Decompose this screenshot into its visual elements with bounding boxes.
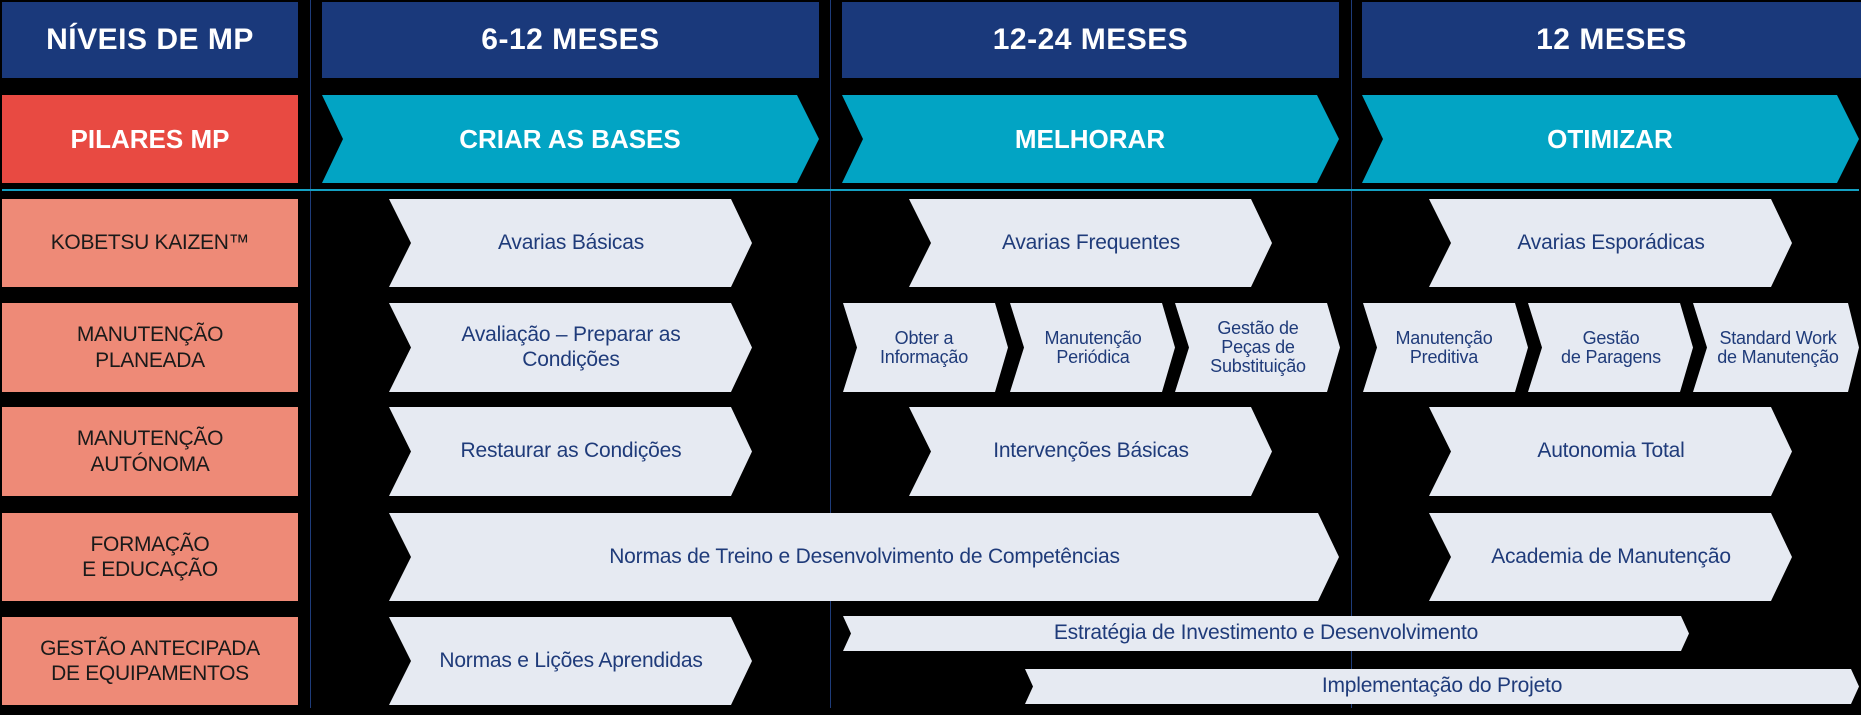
chevron-shape xyxy=(389,617,752,705)
pillar-label: KOBETSU KAIZEN™ xyxy=(50,231,250,255)
phase-chevron-criar-as-bases: CRIAR AS BASES xyxy=(322,95,819,183)
chevron-shape xyxy=(1025,669,1859,704)
levels-header: NÍVEIS DE MP xyxy=(2,2,298,78)
activity-gestao-paragens: Gestão de Paragens xyxy=(1528,303,1693,392)
activity-implementacao-projeto: Implementação do Projeto xyxy=(1025,669,1859,704)
activity-label: Normas de Treino e Desenvolvimento de Co… xyxy=(609,544,1120,568)
period-header-2: 12-24 MESES xyxy=(842,2,1339,78)
activity-standard-work-manutencao: Standard Work de Manutenção xyxy=(1693,303,1859,392)
pillar-label: GESTÃO ANTECIPADA DE EQUIPAMENTOS xyxy=(40,636,260,685)
pillar-formacao-educacao: FORMAÇÃO E EDUCAÇÃO xyxy=(2,513,298,601)
pillar-label: MANUTENÇÃO AUTÓNOMA xyxy=(76,427,224,476)
activity-label: Standard Work de Manutenção xyxy=(1717,327,1839,367)
chevron-shape xyxy=(1429,199,1792,287)
activity-label: Manutenção Preditiva xyxy=(1395,327,1493,367)
activity-label: Avarias Frequentes xyxy=(1001,230,1181,254)
pillar-label: FORMAÇÃO E EDUCAÇÃO xyxy=(82,532,218,581)
period-header-1: 6-12 MESES xyxy=(322,2,819,78)
activity-label: Autonomia Total xyxy=(1537,439,1685,463)
activity-manutencao-preditiva: Manutenção Preditiva xyxy=(1363,303,1528,392)
activity-avaliacao-preparar-condicoes: Avaliação – Preparar as Condições xyxy=(389,303,752,392)
activity-label: Gestão de Paragens xyxy=(1561,327,1661,367)
column-divider xyxy=(1351,0,1352,708)
chevron-shape xyxy=(389,407,752,496)
chevron-shape xyxy=(389,199,752,287)
activity-manutencao-periodica: Manutenção Periódica xyxy=(1010,303,1175,392)
activity-normas-treino-competencias: Normas de Treino e Desenvolvimento de Co… xyxy=(389,513,1339,601)
phase-chevron-otimizar: OTIMIZAR xyxy=(1362,95,1859,183)
activity-avarias-frequentes: Avarias Frequentes xyxy=(909,199,1272,287)
activity-label: Estratégia de Investimento e Desenvolvim… xyxy=(1053,621,1479,645)
chevron-shape xyxy=(1362,95,1859,183)
activity-restaurar-condicoes: Restaurar as Condições xyxy=(389,407,752,496)
activity-label: Implementação do Projeto xyxy=(1321,674,1563,698)
chevron-shape xyxy=(389,513,1339,601)
pillar-gestao-antecipada: GESTÃO ANTECIPADA DE EQUIPAMENTOS xyxy=(2,617,298,705)
phase-label: MELHORAR xyxy=(1014,123,1166,154)
activity-academia-manutencao: Academia de Manutenção xyxy=(1429,513,1792,601)
activity-label: Intervenções Básicas xyxy=(993,439,1189,463)
activity-label: Avarias Esporádicas xyxy=(1517,230,1705,254)
chevron-shape xyxy=(909,407,1272,496)
chevron-shape xyxy=(389,303,752,392)
activity-estrategia-investimento: Estratégia de Investimento e Desenvolvim… xyxy=(843,616,1689,651)
levels-header-label: NÍVEIS DE MP xyxy=(46,23,254,56)
pillar-kobetsu-kaizen: KOBETSU KAIZEN™ xyxy=(2,199,298,287)
activity-label: Gestão de Peças de Substituição xyxy=(1210,318,1306,376)
chevron-shape xyxy=(843,616,1689,651)
chevron-shape xyxy=(1693,303,1859,392)
pillar-manutencao-autonoma: MANUTENÇÃO AUTÓNOMA xyxy=(2,407,298,496)
chevron-shape xyxy=(1175,303,1340,392)
phase-label: OTIMIZAR xyxy=(1547,123,1673,154)
chevron-shape xyxy=(1010,303,1175,392)
activity-label: Normas e Lições Aprendidas xyxy=(439,648,703,672)
activity-gestao-pecas-substituicao: Gestão de Peças de Substituição xyxy=(1175,303,1340,392)
header-separator xyxy=(2,189,1859,191)
activity-avarias-basicas: Avarias Básicas xyxy=(389,199,752,287)
activity-autonomia-total: Autonomia Total xyxy=(1429,407,1792,496)
phase-label: CRIAR AS BASES xyxy=(459,123,681,154)
activity-obter-informacao: Obter a Informação xyxy=(843,303,1008,392)
activity-label: Restaurar as Condições xyxy=(460,439,682,463)
pillar-manutencao-planeada: MANUTENÇÃO PLANEADA xyxy=(2,303,298,392)
pillars-header: PILARES MP xyxy=(2,95,298,183)
activity-label: Academia de Manutenção xyxy=(1491,544,1731,568)
pillar-label: MANUTENÇÃO PLANEADA xyxy=(76,323,224,372)
chevron-shape xyxy=(1429,513,1792,601)
chevron-shape xyxy=(322,95,819,183)
activity-label: Manutenção Periódica xyxy=(1044,327,1142,367)
period-header-3: 12 MESES xyxy=(1362,2,1861,78)
chevron-shape xyxy=(843,303,1008,392)
chevron-shape xyxy=(1363,303,1528,392)
pillars-header-label: PILARES MP xyxy=(70,123,230,154)
chevron-shape xyxy=(909,199,1272,287)
activity-label: Avaliação – Preparar as Condições xyxy=(461,323,681,371)
period-label: 6-12 MESES xyxy=(481,23,660,56)
period-label: 12-24 MESES xyxy=(992,23,1189,56)
chevron-shape xyxy=(842,95,1339,183)
activity-label: Avarias Básicas xyxy=(497,230,644,254)
phase-chevron-melhorar: MELHORAR xyxy=(842,95,1339,183)
activity-intervencoes-basicas: Intervenções Básicas xyxy=(909,407,1272,496)
column-divider xyxy=(830,0,831,708)
activity-normas-licoes-aprendidas: Normas e Lições Aprendidas xyxy=(389,617,752,705)
chevron-shape xyxy=(1429,407,1792,496)
period-label: 12 MESES xyxy=(1536,23,1687,56)
activity-label: Obter a Informação xyxy=(879,327,969,367)
chevron-shape xyxy=(1528,303,1693,392)
activity-avarias-esporadicas: Avarias Esporádicas xyxy=(1429,199,1792,287)
column-divider xyxy=(310,0,311,708)
